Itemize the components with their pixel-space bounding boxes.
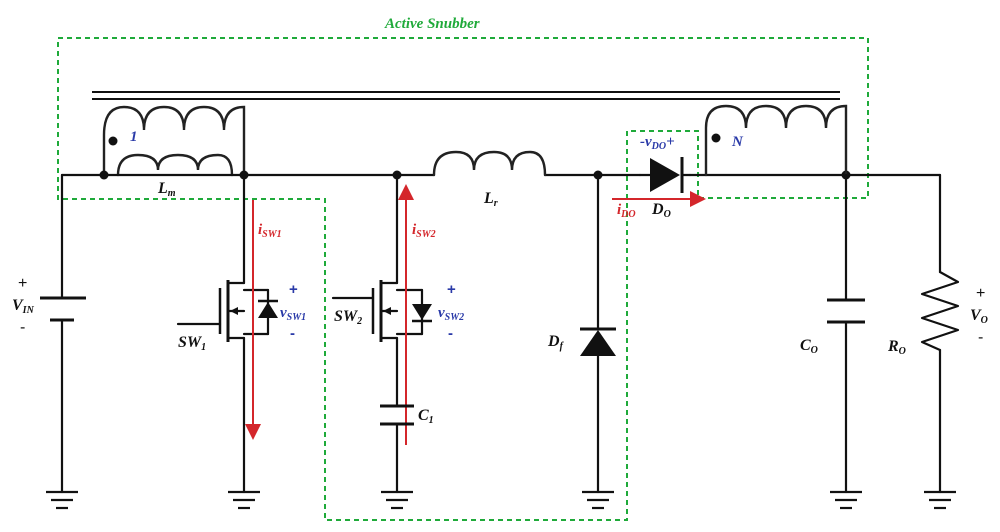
secondary-turns-label: N <box>731 134 744 150</box>
isw2-label: iSW2 <box>412 222 436 240</box>
c1-label: C1 <box>418 407 434 426</box>
ro-label: RO <box>887 338 906 357</box>
sw2-body-arrow <box>383 307 391 315</box>
vsw1-plus: + <box>289 281 298 298</box>
ground-icon <box>381 492 413 508</box>
sw2-label: SW2 <box>334 308 362 327</box>
do-label: DO <box>651 201 671 220</box>
primary-winding <box>104 107 244 175</box>
vin-minus: - <box>20 319 25 336</box>
vo-label: VO <box>970 307 988 326</box>
sw2-diode-icon <box>412 304 432 320</box>
vo-plus: + <box>976 285 985 302</box>
primary-dot <box>109 137 118 146</box>
node-lm-left <box>100 171 109 180</box>
isw1-label: iSW1 <box>258 222 282 240</box>
co-label: CO <box>800 337 818 356</box>
ground-icon <box>46 492 78 508</box>
vsw2-label: vSW2 <box>438 305 464 323</box>
active-snubber-box <box>58 38 868 520</box>
vsw1-label: vSW1 <box>280 305 306 323</box>
active-snubber-title: Active Snubber <box>384 16 480 32</box>
ground-icon <box>228 492 260 508</box>
ro-resistor-icon <box>922 272 958 350</box>
df-label: Df <box>547 333 565 352</box>
df-diode-icon <box>580 330 616 356</box>
secondary-winding <box>706 106 846 175</box>
vsw2-minus: - <box>448 325 453 342</box>
secondary-dot <box>712 134 721 143</box>
ground-icon <box>830 492 862 508</box>
sw1-label: SW1 <box>178 334 206 353</box>
lm-label: Lm <box>157 180 176 199</box>
vdo-label: -vDO+ <box>640 134 675 152</box>
sw1-body-arrow <box>230 307 238 315</box>
vsw2-plus: + <box>447 281 456 298</box>
do-diode-icon <box>650 158 680 192</box>
vsw1-minus: - <box>290 325 295 342</box>
lm-inductor <box>118 155 232 175</box>
vin-plus: + <box>18 275 27 292</box>
ground-icon <box>46 492 956 508</box>
ground-icon <box>582 492 614 508</box>
vo-minus: - <box>978 329 983 346</box>
lr-inductor <box>434 152 545 175</box>
vin-label: VIN <box>12 297 35 316</box>
ground-icon <box>924 492 956 508</box>
sw1-diode-icon <box>258 302 278 318</box>
lr-label: Lr <box>483 190 498 209</box>
primary-turns-label: 1 <box>130 129 138 145</box>
